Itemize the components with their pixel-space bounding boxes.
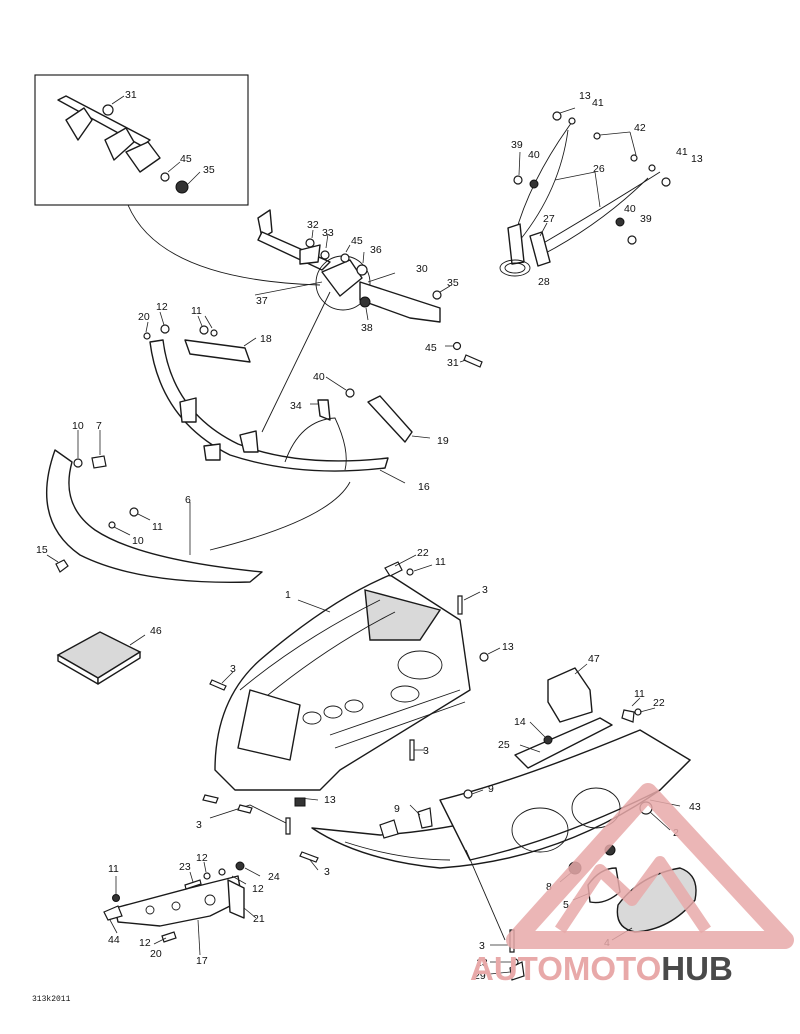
callout-40: 40 [624,203,636,215]
lower-left-bracket [103,861,261,956]
callout-16: 16 [418,481,430,493]
callout-43: 43 [689,801,701,813]
callout-11: 11 [435,556,446,568]
figure-code: 313k2011 [32,995,71,1004]
callout-3: 3 [230,663,236,675]
callout-47: 47 [588,653,600,665]
callout-3: 3 [479,940,485,952]
callout-30: 30 [416,263,428,275]
callout-39: 39 [640,213,652,225]
callout-33: 33 [322,227,334,239]
callout-32: 32 [307,219,319,231]
callout-17: 17 [196,955,208,967]
callout-11: 11 [108,863,119,875]
callout-42: 42 [634,122,646,134]
watermark-text: AUTOMOTOHUB [470,950,733,987]
callout-3: 3 [482,584,488,596]
callout-15: 15 [36,544,48,556]
callout-24: 24 [268,871,280,883]
callout-40: 40 [313,371,325,383]
callout-31: 31 [125,89,137,101]
front-bumper [45,430,263,583]
callout-45: 45 [425,342,437,354]
foam-pad [56,631,146,685]
callout-46: 46 [150,625,162,637]
callout-12: 12 [196,852,208,864]
callout-34: 34 [290,400,302,412]
callout-18: 18 [260,333,272,345]
callout-21: 21 [253,913,265,925]
callout-26: 26 [593,163,605,175]
callout-13: 13 [579,90,591,102]
callout-39: 39 [511,139,523,151]
callout-13: 13 [502,641,514,653]
callout-7: 7 [96,420,102,432]
callout-19: 19 [437,435,449,447]
callout-13: 13 [691,153,703,165]
side-deflector [514,663,656,769]
callout-12: 12 [139,937,151,949]
callout-27: 27 [543,213,555,225]
callout-8: 8 [546,881,552,893]
callout-35: 35 [447,277,459,289]
callout-45: 45 [180,153,192,165]
callout-1: 1 [285,589,291,601]
callout-3: 3 [324,866,330,878]
callout-25: 25 [498,739,510,751]
callout-3: 3 [423,745,429,757]
belly-pan [202,554,501,835]
callout-41: 41 [676,146,688,158]
callout-28: 28 [538,276,550,288]
callout-9: 9 [488,783,494,795]
upper-bracket-assembly [254,209,483,368]
callout-44: 44 [108,934,120,946]
callout-11: 11 [152,521,163,533]
callout-20: 20 [150,948,162,960]
cable-spring-assembly [499,107,671,277]
watermark-logo [506,783,794,949]
callout-3: 3 [196,819,202,831]
inset-detail [34,74,321,286]
callout-13: 13 [324,794,336,806]
callout-37: 37 [256,295,268,307]
callout-10: 10 [132,535,144,547]
callout-35: 35 [203,164,215,176]
callout-14: 14 [514,716,526,728]
callout-11: 11 [191,305,202,317]
callout-5: 5 [563,899,569,911]
callout-31: 31 [447,357,459,369]
callout-10: 10 [72,420,84,432]
callout-13: 13 [476,957,488,969]
callout-12: 12 [156,301,168,313]
bumper-rail [143,291,431,551]
callout-20: 20 [138,311,150,323]
callout-29: 29 [474,970,486,982]
callout-23: 23 [179,861,191,873]
callout-6: 6 [185,494,191,506]
callout-38: 38 [361,322,373,334]
callout-40: 40 [528,149,540,161]
callout-45: 45 [351,235,363,247]
callout-41: 41 [592,97,604,109]
callout-22: 22 [653,697,665,709]
callout-9: 9 [394,803,400,815]
callout-11: 11 [634,688,645,700]
callout-12: 12 [252,883,264,895]
callout-22: 22 [417,547,429,559]
callout-36: 36 [370,244,382,256]
